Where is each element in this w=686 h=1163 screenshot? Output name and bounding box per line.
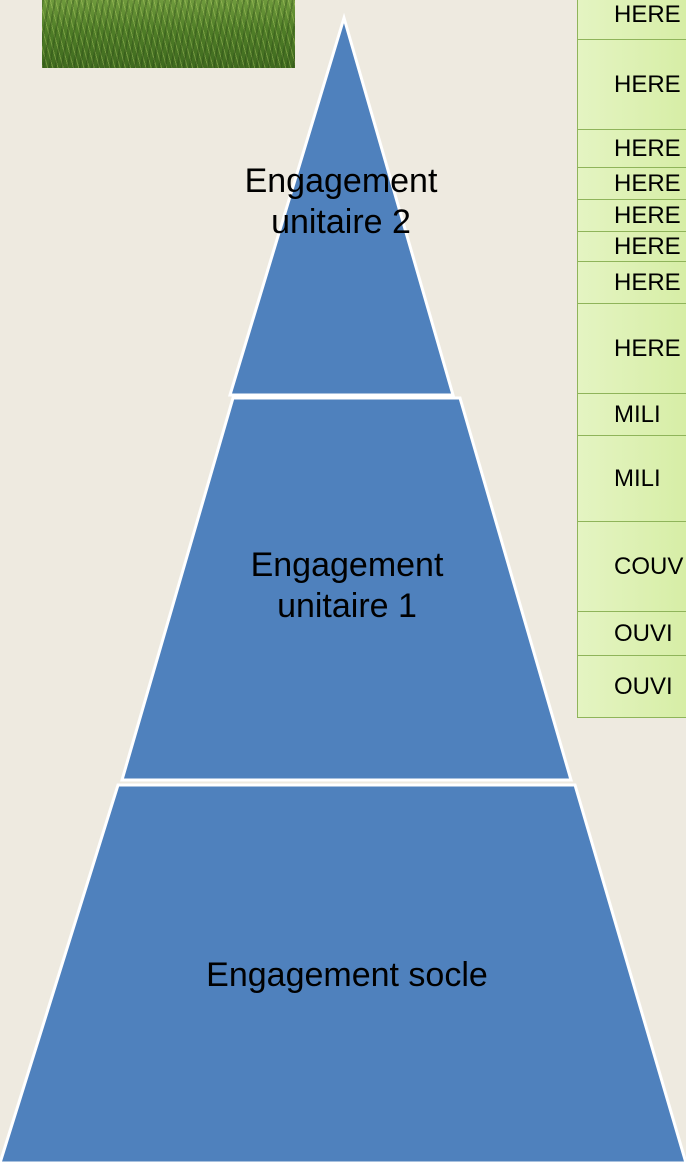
tier-top-label-line-2: unitaire 2 (271, 203, 411, 241)
grass-photo (42, 0, 295, 68)
list-item: HERE (578, 304, 686, 394)
list-item: COUV (578, 522, 686, 612)
tier-top-label: Engagement unitaire 2 (191, 161, 491, 243)
tier-base-label-line-1: Engagement socle (206, 956, 488, 994)
tier-top-label-line-1: Engagement (244, 162, 438, 200)
list-item: HERE (578, 0, 686, 40)
pyramid-tier-middle (120, 396, 573, 782)
tier-base-label: Engagement socle (197, 955, 497, 996)
pyramid-tier-top (227, 12, 455, 397)
list-item: HERE (578, 40, 686, 130)
list-item: OUVI (578, 612, 686, 656)
list-item: OUVI (578, 656, 686, 718)
list-item: HERE (578, 168, 686, 200)
list-item: MILI (578, 394, 686, 436)
list-item: HERE (578, 262, 686, 304)
pyramid-tier-base (0, 783, 686, 1163)
list-item: HERE (578, 232, 686, 262)
habitat-list: HERE HERE HERE HERE HERE HERE HERE HERE … (577, 0, 686, 718)
list-item: HERE (578, 130, 686, 168)
list-item: HERE (578, 200, 686, 232)
list-item: MILI (578, 436, 686, 522)
tier-middle-label-line-2: unitaire 1 (277, 587, 417, 625)
tier-middle-label-line-1: Engagement (250, 546, 444, 584)
tier-middle-label: Engagement unitaire 1 (197, 545, 497, 627)
